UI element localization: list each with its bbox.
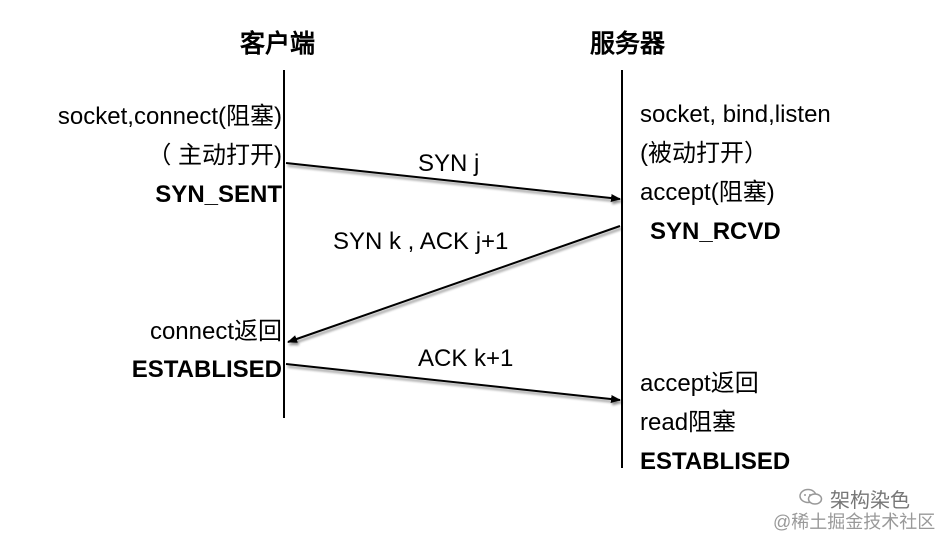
server-state-established: ESTABLISED	[640, 448, 791, 475]
arrow-syn	[285, 162, 621, 203]
server-state-text: socket, bind,listen (被动打开） accept(阻塞) SY…	[640, 101, 831, 246]
client-state-established: ESTABLISED	[131, 356, 282, 383]
client-state-syn-sent: SYN_SENT	[155, 181, 282, 208]
client-title: 客户端	[240, 29, 316, 58]
client-line-connect-return: connect返回	[149, 318, 282, 345]
arrow-ack	[285, 363, 621, 404]
server-state-syn-rcvd: SYN_RCVD	[650, 218, 781, 245]
client-after-text: connect返回 ESTABLISED	[132, 318, 282, 384]
message-ack: ACK k+1	[418, 345, 514, 372]
server-line-accept-blocked: accept(阻塞)	[640, 179, 775, 206]
watermark-name: 架构染色	[830, 490, 910, 512]
arrow-syn-ack	[287, 225, 621, 343]
server-after-text: accept返回 read阻塞 ESTABLISED	[640, 370, 790, 476]
watermark-source: @稀土掘金技术社区	[773, 512, 936, 532]
client-line-socket-connect: socket,connect(阻塞)	[57, 103, 282, 130]
server-line-passive-open: (被动打开）	[640, 140, 768, 167]
client-state-text: socket,connect(阻塞) （ 主动打开) SYN_SENT	[58, 103, 282, 209]
message-syn-ack: SYN k , ACK j+1	[333, 228, 509, 255]
server-line-read-blocked: read阻塞	[640, 409, 737, 436]
server-line-socket-bind-listen: socket, bind,listen	[640, 101, 831, 128]
wechat-icon	[799, 488, 823, 505]
server-line-accept-return: accept返回	[640, 370, 759, 397]
message-syn: SYN j	[418, 150, 480, 177]
server-title: 服务器	[590, 29, 666, 58]
client-line-active-open: （ 主动打开)	[147, 142, 282, 169]
